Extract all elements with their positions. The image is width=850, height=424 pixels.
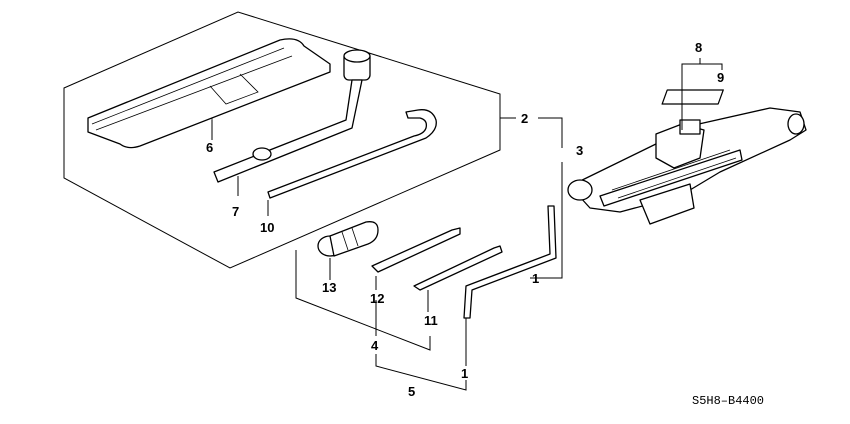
callout-4: 4 xyxy=(371,338,379,353)
callout-10: 10 xyxy=(260,220,274,235)
jack-assembly-part-3 xyxy=(567,107,807,225)
callout-1-upper: 1 xyxy=(532,271,539,286)
callout-3: 3 xyxy=(576,143,583,158)
callout-8: 8 xyxy=(695,40,702,55)
screwdriver-handle-part-13 xyxy=(317,221,379,280)
callout-2: 2 xyxy=(521,111,528,126)
callout-13: 13 xyxy=(322,280,336,295)
jack-handle-bar-part-10 xyxy=(267,109,437,216)
screwdriver-part-12 xyxy=(371,227,461,290)
tool-kit-panel xyxy=(63,11,501,269)
leader-lines xyxy=(211,58,723,391)
tool-bag-part-6 xyxy=(87,38,331,149)
label-part-9 xyxy=(661,89,724,105)
callout-6: 6 xyxy=(206,140,213,155)
crank-handle-part-1 xyxy=(463,205,557,366)
callout-11: 11 xyxy=(424,313,438,328)
diagram-code: S5H8–B4400 xyxy=(692,394,764,408)
callout-5: 5 xyxy=(408,384,415,399)
callout-7: 7 xyxy=(232,204,239,219)
callout-1-lower: 1 xyxy=(461,366,468,381)
callout-12: 12 xyxy=(370,291,384,306)
callout-9: 9 xyxy=(717,70,724,85)
wheel-wrench-part-7 xyxy=(213,49,371,196)
wrench-bar-part-11 xyxy=(413,245,503,312)
